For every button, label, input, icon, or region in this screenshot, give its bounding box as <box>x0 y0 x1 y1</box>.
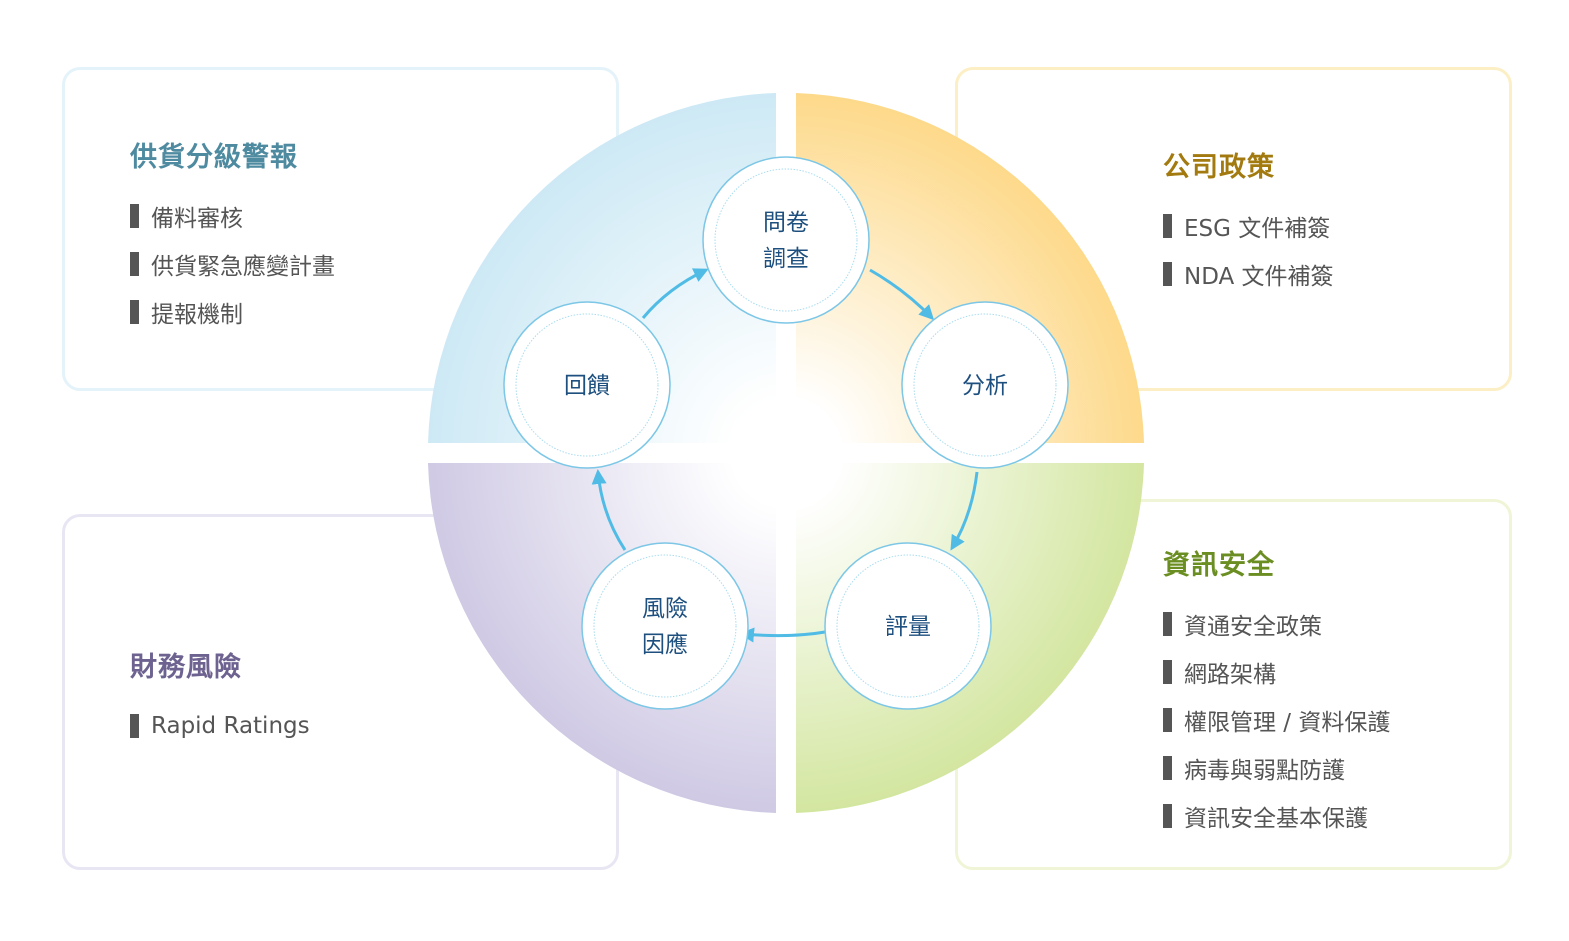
section-company-policy: 公司政策 ESG 文件補簽 NDA 文件補簽 <box>1163 145 1334 298</box>
list-item-text: 備料審核 <box>151 206 243 232</box>
bullet-bar-icon <box>130 300 139 324</box>
list-item-text: NDA 文件補簽 <box>1184 264 1334 290</box>
section-info-security: 資訊安全 資通安全政策 網路架構 權限管理 / 資料保護 病毒與弱點防護 資訊安… <box>1163 543 1390 840</box>
list-item-text: 供貨緊急應變計畫 <box>151 254 335 280</box>
bullet-bar-icon <box>1163 708 1172 732</box>
list-item: 權限管理 / 資料保護 <box>1163 696 1390 744</box>
bullet-bar-icon <box>1163 612 1172 636</box>
bullet-bar-icon <box>130 714 139 738</box>
node-outer-circle <box>581 542 749 710</box>
company-policy-list: ESG 文件補簽 NDA 文件補簽 <box>1163 202 1334 298</box>
section-supply-alert: 供貨分級警報 備料審核 供貨緊急應變計畫 提報機制 <box>130 135 335 336</box>
arrow-risk-to-feedback-icon <box>591 469 627 551</box>
arrow-assessment-to-risk-icon <box>739 627 826 643</box>
node-outer-circle <box>503 301 671 469</box>
list-item: 供貨緊急應變計畫 <box>130 240 335 288</box>
node-outer-circle <box>824 542 992 710</box>
section-title: 供貨分級警報 <box>130 142 298 173</box>
bullet-bar-icon <box>1163 262 1172 286</box>
node-inner-dotted-circle <box>836 554 980 698</box>
list-item-text: ESG 文件補簽 <box>1184 216 1331 242</box>
node-label: 回饋 <box>564 373 610 399</box>
list-item-text: Rapid Ratings <box>151 713 310 739</box>
node-outer-circle <box>901 301 1069 469</box>
arrow-feedback-to-survey-icon <box>641 268 709 319</box>
node-label: 因應 <box>642 632 688 658</box>
section-title: 公司政策 <box>1163 152 1275 183</box>
node-label: 評量 <box>885 614 931 640</box>
supply-alert-list: 備料審核 供貨緊急應變計畫 提報機制 <box>130 192 335 336</box>
list-item: 網路架構 <box>1163 648 1390 696</box>
bullet-bar-icon <box>130 252 139 276</box>
list-item-text: 提報機制 <box>151 302 243 328</box>
node-inner-dotted-circle <box>515 313 659 457</box>
list-item-text: 資訊安全基本保護 <box>1184 806 1368 832</box>
node-label: 風險 <box>642 596 688 622</box>
list-item: 資訊安全基本保護 <box>1163 792 1390 840</box>
node-inner-dotted-circle <box>593 554 737 698</box>
node-label: 調查 <box>763 246 809 272</box>
list-item: 資通安全政策 <box>1163 600 1390 648</box>
list-item: ESG 文件補簽 <box>1163 202 1334 250</box>
list-item: 提報機制 <box>130 288 335 336</box>
list-item: 備料審核 <box>130 192 335 240</box>
cycle-node-assessment: 評量 <box>824 542 992 710</box>
bullet-bar-icon <box>1163 756 1172 780</box>
bullet-bar-icon <box>1163 804 1172 828</box>
section-financial-risk: 財務風險 Rapid Ratings <box>130 645 310 750</box>
list-item-text: 資通安全政策 <box>1184 614 1322 640</box>
node-inner-dotted-circle <box>714 168 858 312</box>
list-item-text: 病毒與弱點防護 <box>1184 758 1345 784</box>
section-title: 資訊安全 <box>1163 550 1275 581</box>
bullet-bar-icon <box>1163 214 1172 238</box>
section-title: 財務風險 <box>130 652 242 683</box>
list-item-text: 網路架構 <box>1184 662 1276 688</box>
financial-risk-list: Rapid Ratings <box>130 702 310 750</box>
cycle-node-analysis: 分析 <box>901 301 1069 469</box>
arrow-analysis-to-assessment-icon <box>950 471 979 551</box>
cycle-node-feedback: 回饋 <box>503 301 671 469</box>
info-security-list: 資通安全政策 網路架構 權限管理 / 資料保護 病毒與弱點防護 資訊安全基本保護 <box>1163 600 1390 840</box>
bullet-bar-icon <box>130 204 139 228</box>
list-item: 病毒與弱點防護 <box>1163 744 1390 792</box>
node-label: 分析 <box>962 373 1008 399</box>
list-item: Rapid Ratings <box>130 702 310 750</box>
node-label: 問卷 <box>763 210 809 236</box>
list-item: NDA 文件補簽 <box>1163 250 1334 298</box>
node-outer-circle <box>702 156 870 324</box>
arrow-survey-to-analysis-icon <box>869 268 935 321</box>
bullet-bar-icon <box>1163 660 1172 684</box>
node-inner-dotted-circle <box>913 313 1057 457</box>
list-item-text: 權限管理 / 資料保護 <box>1184 710 1391 736</box>
